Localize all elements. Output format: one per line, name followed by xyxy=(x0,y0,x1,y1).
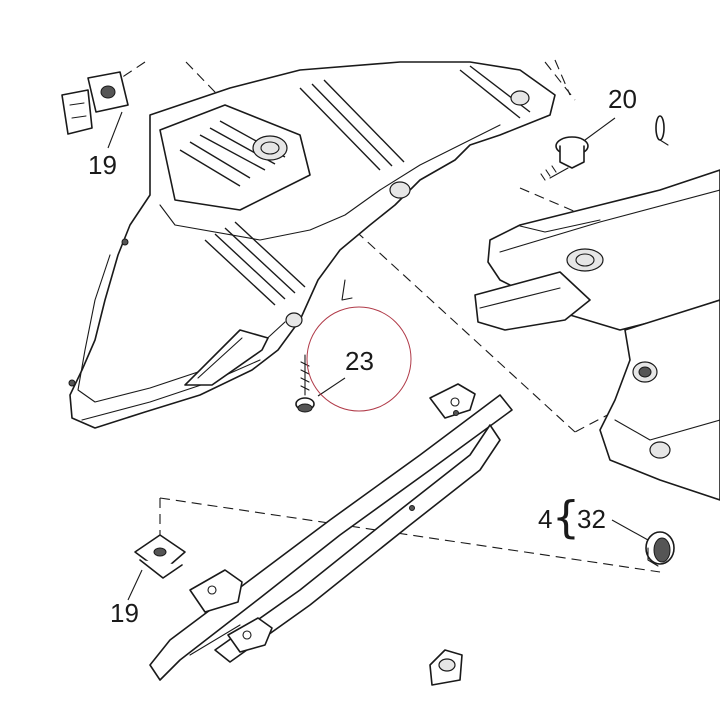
tube-frame xyxy=(149,383,513,686)
hole-top-right xyxy=(510,90,530,106)
callout-32: 32 xyxy=(577,504,606,534)
bracket-inner-edge xyxy=(159,124,501,241)
tube-mount-low xyxy=(227,617,273,653)
main-bracket xyxy=(68,61,556,429)
axis-line-clip-bottom-h xyxy=(159,497,661,573)
bracket-lower-lip xyxy=(81,359,261,421)
leader-32 xyxy=(611,519,649,541)
axis-line-clip-top xyxy=(117,61,146,81)
callout-23: 23 xyxy=(345,346,374,376)
hole-right xyxy=(389,181,411,199)
leader-19-top xyxy=(107,111,123,149)
grommet-32 xyxy=(645,531,675,567)
right-frame xyxy=(474,115,720,501)
clip-nut-bottom xyxy=(134,534,186,579)
hole-boss xyxy=(252,135,288,161)
leader-19-bottom xyxy=(127,569,143,601)
tube-mount-top xyxy=(429,383,476,419)
highlight-circle-23 xyxy=(306,306,412,412)
tube-branch xyxy=(214,424,501,663)
callout-19-bottom: 19 xyxy=(110,598,139,628)
hole-lower xyxy=(285,312,303,328)
tube-main xyxy=(149,394,513,681)
frame-tab xyxy=(474,271,591,331)
axis-line-top-right-2 xyxy=(554,59,571,96)
leader-20 xyxy=(584,117,616,141)
callout-20: 20 xyxy=(608,84,637,114)
leader-23 xyxy=(317,377,346,397)
frame-hole xyxy=(566,248,604,272)
callout-19-top: 19 xyxy=(88,150,117,180)
screw-20 xyxy=(540,136,589,181)
frame-lower xyxy=(599,299,720,501)
bracket-boss xyxy=(159,104,311,211)
callout-4: 4 xyxy=(538,504,552,534)
brace: { xyxy=(552,492,580,543)
clip-nut-top xyxy=(61,71,129,135)
screw-23 xyxy=(295,354,315,413)
bracket-outline xyxy=(69,61,556,429)
axis-line-screw-20 xyxy=(519,187,661,249)
bracket-ribs-lower xyxy=(204,221,306,306)
